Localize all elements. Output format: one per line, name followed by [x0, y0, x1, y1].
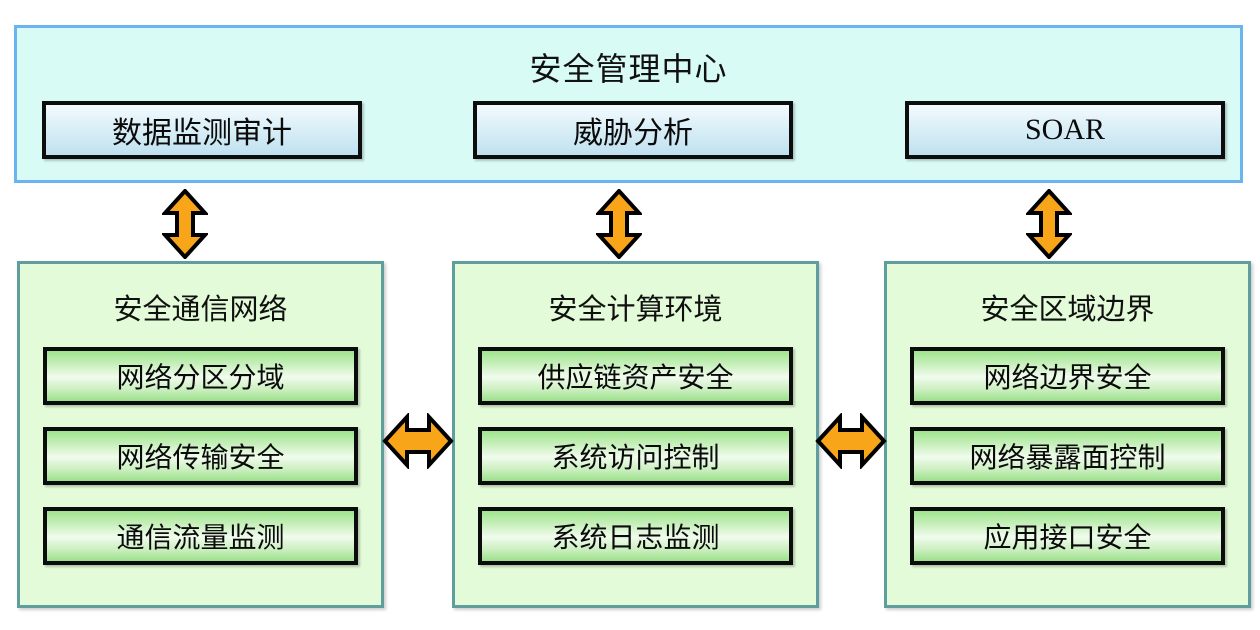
column-item-communication-traffic-monitoring[interactable]: 通信流量监测 [43, 507, 358, 565]
column-item-system-access-control[interactable]: 系统访问控制 [478, 427, 793, 485]
horizontal-double-arrow-icon-left [382, 411, 454, 471]
column-item-list: 供应链资产安全 系统访问控制 系统日志监测 [478, 347, 793, 565]
smc-box-label: SOAR [1024, 113, 1106, 146]
column-item-network-boundary-security[interactable]: 网络边界安全 [910, 347, 1225, 405]
column-title: 安全通信网络 [113, 294, 288, 326]
column-item-network-partition-zoning[interactable]: 网络分区分域 [43, 347, 358, 405]
column-item-label: 供应链资产安全 [537, 363, 734, 394]
smc-box-soar[interactable]: SOAR [905, 101, 1225, 159]
column-item-list: 网络分区分域 网络传输安全 通信流量监测 [43, 347, 358, 565]
column-item-supply-chain-asset-security[interactable]: 供应链资产安全 [478, 347, 793, 405]
horizontal-double-arrow-icon-right [815, 411, 887, 471]
column-item-label: 网络边界安全 [983, 363, 1152, 394]
column-item-label: 网络暴露面控制 [969, 443, 1166, 474]
smc-box-threat-analysis[interactable]: 威胁分析 [473, 101, 793, 159]
vertical-double-arrow-icon-left [160, 188, 210, 260]
smc-box-label: 数据监测审计 [112, 117, 292, 150]
column-secure-computing-environment: 安全计算环境 供应链资产安全 系统访问控制 系统日志监测 [452, 261, 819, 608]
column-item-system-log-monitoring[interactable]: 系统日志监测 [478, 507, 793, 565]
security-management-center-box-row: 数据监测审计 威胁分析 SOAR [17, 101, 1240, 159]
column-item-label: 网络传输安全 [116, 443, 285, 474]
column-item-label: 系统日志监测 [551, 523, 720, 554]
smc-box-data-monitoring-audit[interactable]: 数据监测审计 [42, 101, 362, 159]
column-item-list: 网络边界安全 网络暴露面控制 应用接口安全 [910, 347, 1225, 565]
smc-box-label: 威胁分析 [573, 117, 693, 150]
column-title: 安全计算环境 [548, 294, 723, 326]
vertical-double-arrow-icon-center [594, 188, 644, 260]
column-secure-communication-network: 安全通信网络 网络分区分域 网络传输安全 通信流量监测 [17, 261, 384, 608]
column-item-label: 通信流量监测 [116, 523, 285, 554]
column-item-label: 网络分区分域 [116, 363, 285, 394]
column-title: 安全区域边界 [980, 294, 1155, 326]
column-item-network-exposure-surface-control[interactable]: 网络暴露面控制 [910, 427, 1225, 485]
column-item-label: 系统访问控制 [551, 443, 720, 474]
security-management-center-panel: 安全管理中心 数据监测审计 威胁分析 SOAR [14, 25, 1243, 183]
column-item-label: 应用接口安全 [983, 523, 1152, 554]
column-secure-area-boundary: 安全区域边界 网络边界安全 网络暴露面控制 应用接口安全 [884, 261, 1251, 608]
security-management-center-title: 安全管理中心 [529, 51, 728, 87]
column-item-application-interface-security[interactable]: 应用接口安全 [910, 507, 1225, 565]
vertical-double-arrow-icon-right [1024, 188, 1074, 260]
column-item-network-transmission-security[interactable]: 网络传输安全 [43, 427, 358, 485]
